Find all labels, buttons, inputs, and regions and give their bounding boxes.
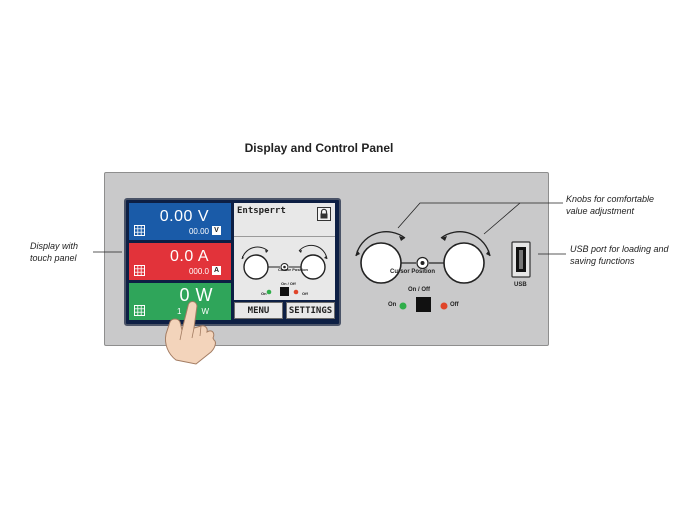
voltage-setpoint: 00.00 <box>188 227 209 236</box>
display-annotation: Display with touch panel <box>30 240 78 264</box>
power-tile[interactable]: 0 W 1 W <box>129 283 231 320</box>
knobs-annotation: Knobs for comfortable value adjustment <box>566 193 654 217</box>
grid-icon[interactable] <box>134 305 145 316</box>
display-annotation-line2: touch panel <box>30 253 77 263</box>
lock-status-box[interactable]: Entsperrt <box>234 203 335 237</box>
display-annotation-line1: Display with <box>30 241 79 251</box>
usb-annotation-line1: USB port for loading and <box>570 244 669 254</box>
mini-off-label: Off <box>302 291 308 296</box>
off-label: Off <box>450 302 459 308</box>
power-value: 0 W <box>179 285 213 305</box>
current-setpoint: 000.0 <box>188 267 209 276</box>
usb-annotation: USB port for loading and saving function… <box>570 243 669 267</box>
on-label: On <box>388 302 397 308</box>
voltage-value: 0.00 V <box>159 208 209 225</box>
mini-on-label: On <box>261 291 267 296</box>
usb-annotation-line2: saving functions <box>570 256 635 266</box>
menu-button[interactable]: MENU <box>234 302 283 319</box>
lock-icon[interactable] <box>317 207 331 221</box>
mini-knob-diagram <box>241 244 328 296</box>
usb-label: USB <box>514 282 527 288</box>
lock-status-text: Entsperrt <box>237 206 286 216</box>
mini-onoff-label: On / Off <box>281 281 296 286</box>
current-tile[interactable]: 0.0 A 000.0 A <box>129 243 231 280</box>
usb-port-icon[interactable] <box>511 241 531 278</box>
display-screen[interactable]: 0.00 V 00.00 V 0.0 A 000.0 A 0 W 1 W <box>124 198 341 326</box>
on-led <box>399 302 407 310</box>
grid-icon[interactable] <box>134 265 145 276</box>
voltage-unit-badge: V <box>212 226 221 235</box>
voltage-tile[interactable]: 0.00 V 00.00 V <box>129 203 231 240</box>
knob-icon[interactable] <box>355 231 406 284</box>
off-led <box>440 302 448 310</box>
power-unit: W <box>201 307 209 316</box>
current-value: 0.0 A <box>170 248 209 265</box>
current-unit-badge: A <box>212 266 221 275</box>
onoff-button[interactable] <box>416 297 431 312</box>
settings-button[interactable]: SETTINGS <box>286 302 335 319</box>
hand-icon <box>165 301 216 365</box>
screen-control-area: Entsperrt Cursor Position On / <box>234 203 335 300</box>
mini-cursor-label: Cursor Position <box>278 267 309 272</box>
knobs-annotation-line1: Knobs for comfortable <box>566 194 655 204</box>
knobs-annotation-line2: value adjustment <box>566 206 635 216</box>
grid-icon[interactable] <box>134 225 145 236</box>
onoff-label: On / Off <box>408 287 430 293</box>
power-setpoint: 1 <box>177 307 182 316</box>
knob-icon[interactable] <box>440 231 491 284</box>
cursor-position-label: Cursor Position <box>390 269 436 275</box>
page-title: Display and Control Panel <box>244 141 394 155</box>
